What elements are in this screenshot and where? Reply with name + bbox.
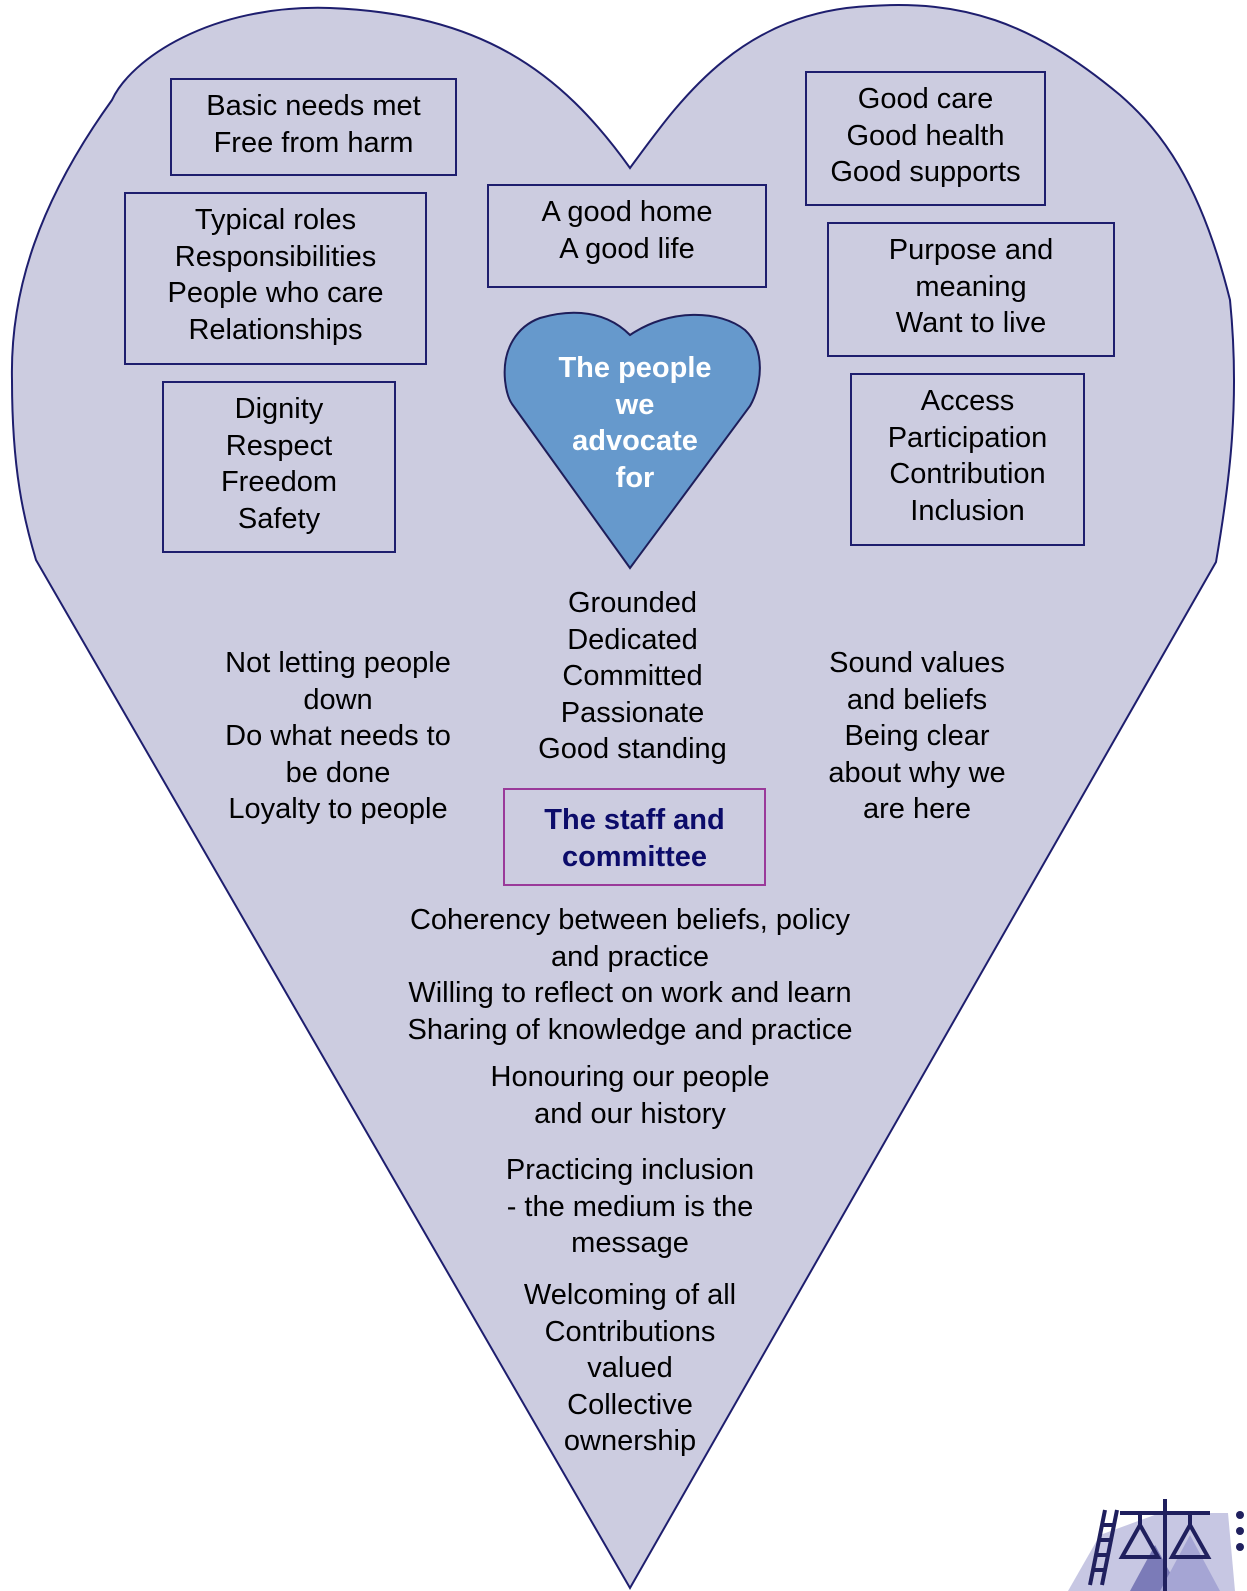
quality-line: Dedicated: [567, 623, 698, 656]
staff-box-line: The staff and: [544, 804, 725, 836]
typical-roles-box: Typical roles Responsibilities People wh…: [124, 192, 427, 365]
box-line: Access: [920, 385, 1015, 417]
box-line: Want to live: [895, 307, 1047, 339]
staff-box-line: committee: [561, 840, 708, 873]
practice-line: and practice: [551, 940, 709, 973]
quality-line: be done: [285, 756, 391, 789]
dignity-box: Dignity Respect Freedom Safety: [162, 381, 396, 553]
quality-line: Sound values: [829, 647, 1005, 679]
practice-line: - the medium is the: [506, 1190, 754, 1223]
box-line: Good supports: [830, 156, 1021, 188]
box-line: A good home: [541, 196, 713, 228]
practice-line: ownership: [563, 1425, 697, 1457]
box-line: Contribution: [889, 458, 1046, 490]
center-heart-line: The people: [558, 352, 712, 384]
practice-line: Coherency between beliefs, policy: [409, 904, 851, 936]
practices-inclusion: Practicing inclusion - the medium is the…: [475, 1152, 785, 1262]
purpose-box: Purpose and meaning Want to live: [827, 222, 1115, 357]
practices-welcoming: Welcoming of all Contributions valued Co…: [490, 1277, 770, 1460]
quality-line: Do what needs to: [225, 720, 451, 752]
quality-line: Grounded: [568, 587, 697, 619]
box-line: Typical roles: [194, 204, 357, 236]
box-line: meaning: [915, 270, 1027, 303]
practice-line: Willing to reflect on work and learn: [408, 977, 852, 1009]
quality-line: Good standing: [538, 733, 727, 765]
practice-line: Practicing inclusion: [505, 1154, 755, 1186]
box-line: Basic needs met: [206, 90, 421, 122]
center-heart-line: for: [615, 461, 655, 494]
box-line: Respect: [225, 429, 333, 462]
practices-honouring: Honouring our people and our history: [460, 1059, 800, 1132]
box-line: Good care: [857, 83, 994, 115]
good-home-box: A good home A good life: [487, 184, 767, 288]
box-line: Relationships: [188, 313, 363, 346]
practice-line: Welcoming of all: [523, 1279, 737, 1311]
quality-line: are here: [862, 793, 971, 825]
qualities-right: Sound values and beliefs Being clear abo…: [777, 645, 1057, 828]
box-line: Freedom: [220, 466, 338, 498]
qualities-center: Grounded Dedicated Committed Passionate …: [480, 585, 785, 768]
practice-line: Sharing of knowledge and practice: [407, 1013, 853, 1046]
quality-line: Being clear: [844, 720, 990, 752]
box-line: Responsibilities: [174, 240, 377, 273]
practice-line: and our history: [534, 1097, 726, 1130]
center-heart-line: we: [615, 388, 655, 421]
box-line: Good health: [846, 119, 1005, 152]
quality-line: Passionate: [560, 696, 705, 729]
practice-line: Honouring our people: [490, 1061, 770, 1093]
practice-line: Contributions: [544, 1315, 716, 1348]
good-care-box: Good care Good health Good supports: [805, 71, 1046, 206]
practices-coherency: Coherency between beliefs, policy and pr…: [365, 902, 895, 1048]
big-heart-shape: [10, 4, 1236, 1591]
box-line: Free from harm: [213, 126, 414, 159]
quality-line: Committed: [562, 660, 703, 692]
box-line: Dignity: [234, 393, 324, 425]
box-line: Purpose and: [888, 234, 1054, 266]
quality-line: Not letting people: [225, 647, 451, 679]
basic-needs-box: Basic needs met Free from harm: [170, 78, 457, 176]
box-line: Participation: [887, 421, 1048, 454]
access-box: Access Participation Contribution Inclus…: [850, 373, 1085, 546]
box-line: Inclusion: [910, 494, 1025, 527]
practice-line: valued: [587, 1352, 673, 1384]
center-heart-label: The people we advocate for: [520, 350, 750, 496]
box-line: Safety: [237, 502, 321, 535]
quality-line: and beliefs: [846, 683, 988, 716]
quality-line: Loyalty to people: [228, 793, 448, 825]
center-heart-shape: [503, 311, 761, 570]
box-line: A good life: [559, 232, 695, 265]
qualities-left: Not letting people down Do what needs to…: [188, 645, 488, 828]
staff-committee-box: The staff and committee: [503, 788, 766, 886]
quality-line: down: [303, 683, 373, 716]
quality-line: about why we: [828, 756, 1006, 789]
box-line: People who care: [167, 277, 384, 309]
center-heart-line: advocate: [572, 425, 698, 457]
practice-line: Collective: [567, 1388, 693, 1421]
practice-line: message: [571, 1227, 689, 1259]
organization-logo-icon: [1068, 1499, 1244, 1591]
